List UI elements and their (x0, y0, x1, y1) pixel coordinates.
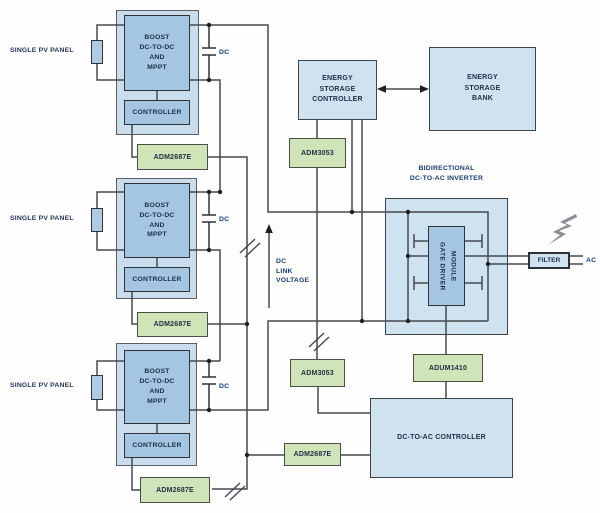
pv3-input-wires (97, 361, 132, 410)
string1-string2-link (186, 80, 220, 192)
pv2-panel-label: SINGLE PV PANEL (10, 215, 74, 222)
dc-link-negative-rail (186, 321, 488, 410)
arrowhead (265, 85, 429, 233)
dc-link-capacitor-icon (202, 25, 216, 410)
pv1-controller: CONTROLLER (124, 100, 190, 125)
pv3-boost-converter: BOOST DC-TO-DC AND MPPT (124, 350, 190, 424)
pv3-dc-cap-label: DC (219, 383, 230, 390)
ac-filter: FILTER (528, 252, 570, 269)
control-adm2687e-isolator: ADM2687E (284, 443, 341, 466)
string2-string3-link (186, 250, 220, 361)
pv1-adm2687e-isolator: ADM2687E (137, 144, 208, 170)
control-adm3053-isolator: ADM3053 (290, 359, 345, 387)
pv3-controller: CONTROLLER (124, 433, 190, 458)
pv3-panel-label: SINGLE PV PANEL (10, 382, 74, 389)
pv2-dc-cap-label: DC (219, 216, 230, 223)
pv1-dc-cap-label: DC (219, 49, 230, 56)
inverter-ac-output-wires (465, 256, 583, 264)
inverter-title: BIDIRECTIONAL DC-TO-AC INVERTER (409, 165, 484, 182)
isolation-slash-icon (225, 239, 329, 500)
pv2-input-wires (97, 192, 132, 250)
pv1-panel-label: SINGLE PV PANEL (10, 47, 74, 54)
can-bus-wires (317, 166, 372, 413)
dc-link-voltage-label: DC LINK VOLTAGE (276, 258, 310, 285)
pv3-adm2687e-isolator: ADM2687E (140, 477, 210, 503)
dc-link-positive-rail (186, 25, 488, 321)
mosfet-icon (408, 234, 482, 290)
rs485-bus-wires (206, 157, 372, 489)
controller-isolator-wires (132, 123, 142, 490)
gate-driver-module: GATE DRIVER MODULE (428, 226, 465, 306)
pv1-panel (91, 40, 103, 64)
pv1-boost-converter: BOOST DC-TO-DC AND MPPT (124, 15, 190, 91)
ac-output-label: AC (586, 257, 597, 264)
energy-storage-controller: ENERGY STORAGE CONTROLLER (298, 60, 377, 120)
storage-controller-wires (317, 118, 362, 321)
lightning-bolt-icon (548, 214, 577, 245)
pv2-controller: CONTROLLER (124, 267, 190, 292)
energy-storage-bank: ENERGY STORAGE BANK (429, 47, 536, 131)
adum1410-isolator: ADUM1410 (413, 354, 483, 382)
junction-dot (206, 22, 491, 458)
pv1-input-wires (97, 25, 132, 80)
pv2-boost-converter: BOOST DC-TO-DC AND MPPT (124, 183, 190, 258)
pv3-panel (91, 375, 103, 400)
storage-adm3053-isolator: ADM3053 (289, 138, 346, 168)
dc-to-ac-controller: DC-TO-AC CONTROLLER (370, 398, 513, 478)
pv2-adm2687e-isolator: ADM2687E (137, 312, 208, 337)
pv2-panel (91, 208, 103, 232)
